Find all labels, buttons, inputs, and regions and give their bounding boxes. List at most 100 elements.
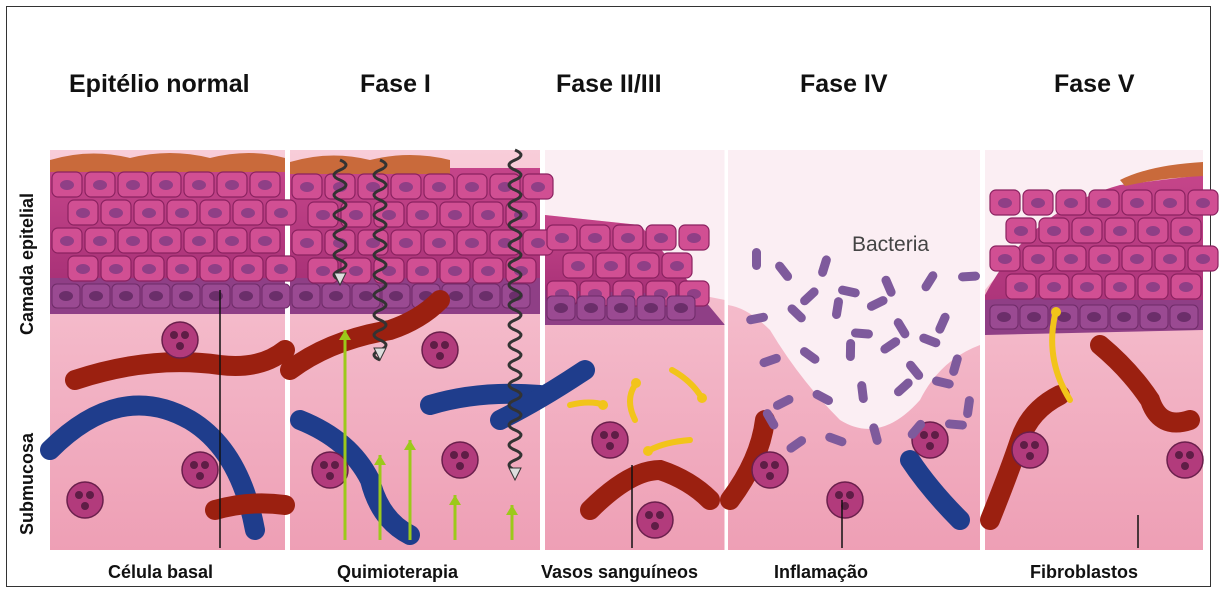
immune-cell-granule: [611, 431, 619, 439]
cell-nucleus: [621, 233, 635, 243]
cell-nucleus: [415, 210, 429, 220]
cell-nucleus: [399, 182, 413, 192]
bacterium: [851, 328, 874, 339]
cell-nucleus: [531, 238, 545, 248]
basal-nucleus: [269, 291, 283, 301]
immune-cell-granule: [1175, 451, 1183, 459]
immune-cell: [1012, 432, 1048, 468]
bacteria-label: Bacteria: [852, 233, 929, 257]
immune-cell-granule: [651, 522, 659, 530]
cell-nucleus: [448, 210, 462, 220]
basal-nucleus: [449, 291, 463, 301]
immune-cell-granule: [1031, 441, 1039, 449]
bacterium: [846, 339, 855, 361]
immune-cell: [637, 502, 673, 538]
immune-cell-granule: [190, 461, 198, 469]
basal-nucleus: [644, 303, 658, 313]
cell-nucleus: [1146, 226, 1160, 236]
cell-nucleus: [1064, 198, 1078, 208]
label-chemotherapy: Quimioterapia: [337, 562, 458, 583]
immune-cell-granule: [766, 472, 774, 480]
cell-nucleus: [159, 236, 173, 246]
cell-nucleus: [1047, 226, 1061, 236]
immune-cell: [312, 452, 348, 488]
basal-nucleus: [209, 291, 223, 301]
cell-nucleus: [1163, 254, 1177, 264]
basal-nucleus: [1177, 312, 1191, 322]
basal-nucleus: [1087, 312, 1101, 322]
cell-nucleus: [432, 182, 446, 192]
surface-cells: [50, 153, 285, 172]
cell-nucleus: [1130, 254, 1144, 264]
label-basal-cell: Célula basal: [108, 562, 213, 583]
label-epithelial-layer: Camada epitelial: [17, 193, 38, 335]
immune-cell-granule: [1186, 451, 1194, 459]
cell-nucleus: [465, 238, 479, 248]
immune-cell-granule: [170, 331, 178, 339]
cell-nucleus: [382, 210, 396, 220]
cell-nucleus: [1014, 282, 1028, 292]
immune-cell-granule: [441, 341, 449, 349]
immune-cell-granule: [326, 472, 334, 480]
basal-nucleus: [997, 312, 1011, 322]
basal-nucleus: [329, 291, 343, 301]
immune-cell: [442, 442, 478, 478]
basal-nucleus: [554, 303, 568, 313]
cell-nucleus: [1196, 254, 1210, 264]
cell-nucleus: [300, 182, 314, 192]
cell-nucleus: [555, 233, 569, 243]
immune-cell-granule: [835, 491, 843, 499]
cell-nucleus: [192, 236, 206, 246]
immune-cell-granule: [201, 461, 209, 469]
cell-nucleus: [126, 180, 140, 190]
cell-nucleus: [258, 236, 272, 246]
cell-nucleus: [175, 264, 189, 274]
cell-nucleus: [1113, 226, 1127, 236]
cell-nucleus: [531, 182, 545, 192]
cell-nucleus: [654, 233, 668, 243]
basal-nucleus: [359, 291, 373, 301]
signal-arrowhead: [697, 393, 707, 403]
cell-nucleus: [1080, 282, 1094, 292]
label-submucosa: Submucosa: [17, 433, 38, 535]
signal-arrowhead: [643, 446, 653, 456]
basal-nucleus: [89, 291, 103, 301]
title-normal: Epitélio normal: [69, 70, 250, 99]
immune-cell-granule: [600, 431, 608, 439]
cell-nucleus: [76, 208, 90, 218]
basal-nucleus: [389, 291, 403, 301]
immune-cell-granule: [656, 511, 664, 519]
cell-nucleus: [142, 208, 156, 218]
cell-nucleus: [1064, 254, 1078, 264]
cell-nucleus: [432, 238, 446, 248]
basal-nucleus: [149, 291, 163, 301]
immune-cell-granule: [771, 461, 779, 469]
immune-cell: [1167, 442, 1203, 478]
cell-nucleus: [192, 180, 206, 190]
cell-nucleus: [1146, 282, 1160, 292]
cell-nucleus: [1047, 282, 1061, 292]
immune-cell-granule: [926, 442, 934, 450]
cell-nucleus: [208, 208, 222, 218]
immune-cell-granule: [846, 491, 854, 499]
immune-cell-granule: [931, 431, 939, 439]
signal-arrowhead: [631, 378, 641, 388]
basal-nucleus: [299, 291, 313, 301]
immune-cell-granule: [760, 461, 768, 469]
label-blood-vessels: Vasos sanguíneos: [541, 562, 698, 583]
cell-nucleus: [399, 238, 413, 248]
immune-cell-granule: [430, 341, 438, 349]
cell-nucleus: [448, 266, 462, 276]
cell-nucleus: [316, 266, 330, 276]
immune-cell-granule: [75, 491, 83, 499]
cell-nucleus: [1179, 226, 1193, 236]
immune-cell: [67, 482, 103, 518]
immune-cell-granule: [645, 511, 653, 519]
cell-nucleus: [60, 180, 74, 190]
cell-nucleus: [1113, 282, 1127, 292]
cell-nucleus: [1130, 198, 1144, 208]
cell-nucleus: [225, 236, 239, 246]
cell-nucleus: [687, 233, 701, 243]
cell-nucleus: [465, 182, 479, 192]
cell-nucleus: [588, 233, 602, 243]
